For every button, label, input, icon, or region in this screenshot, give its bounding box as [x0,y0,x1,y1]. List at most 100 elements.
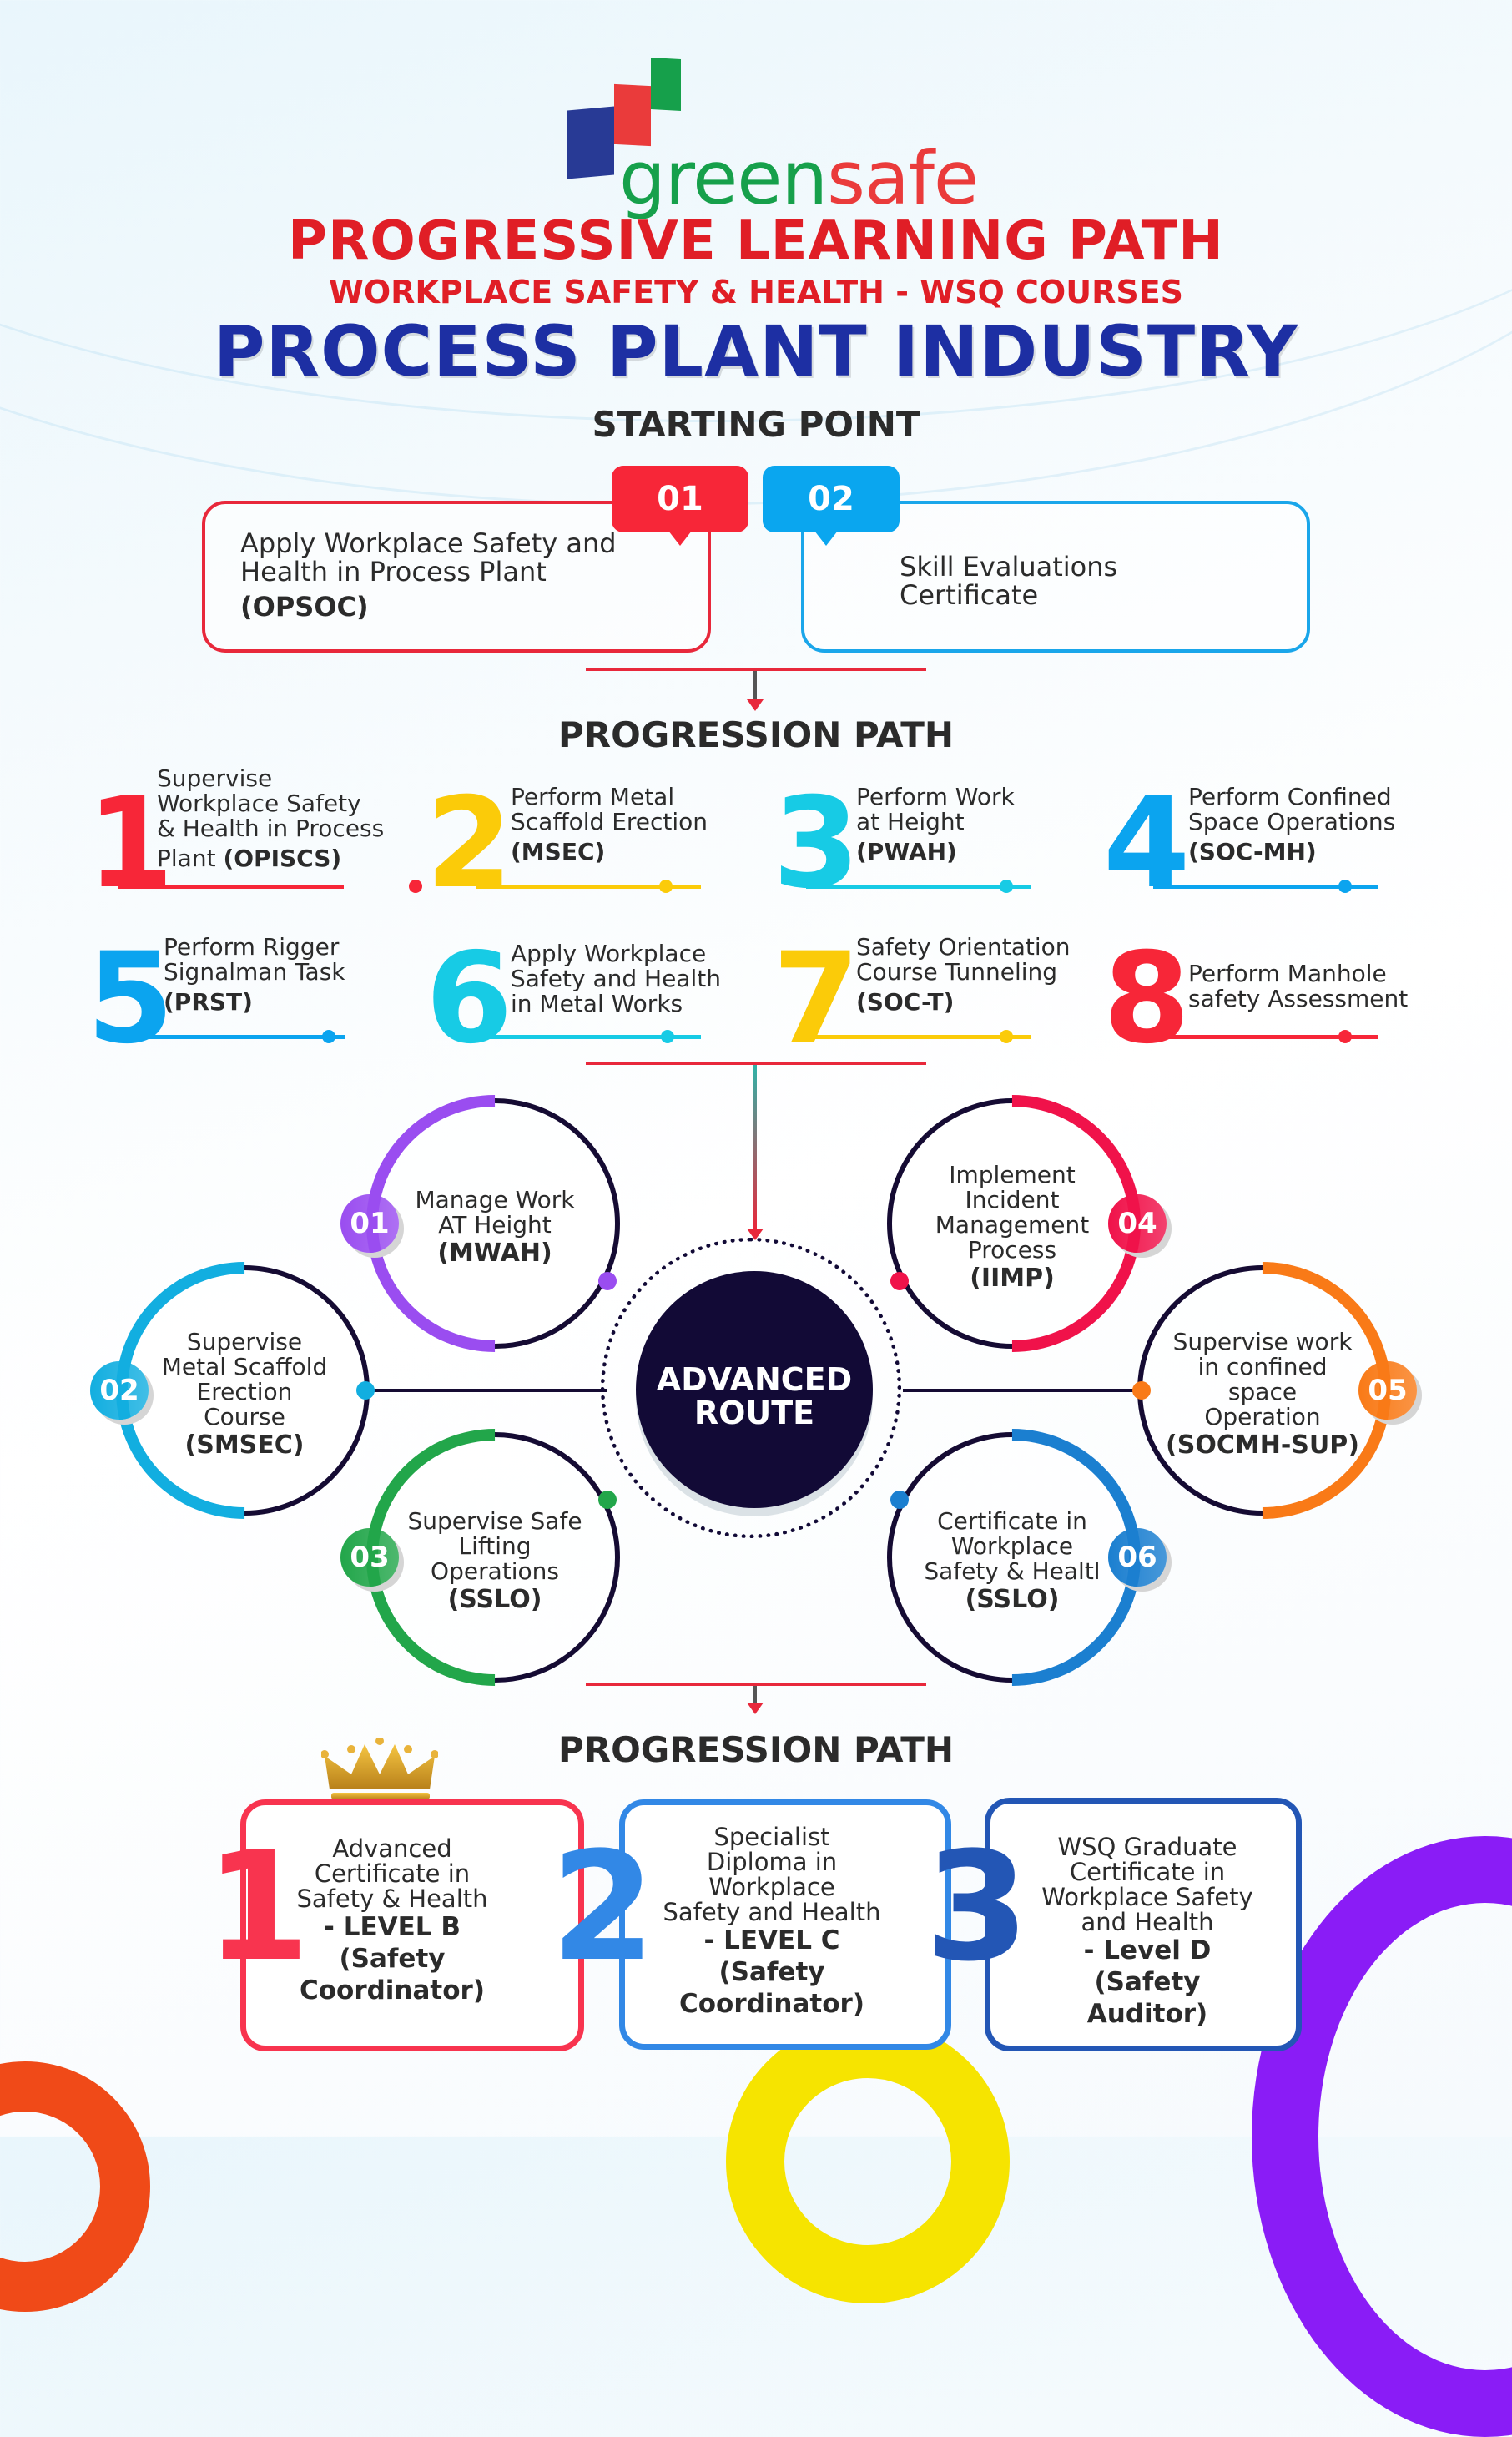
progression-item-code: (PRST) [164,988,253,1016]
progression-item-code: (SOC-T) [856,988,955,1016]
advanced-course-line: Manage Work [415,1186,575,1213]
progression-item-text: at Height [856,808,965,835]
connector-line [365,1389,607,1392]
advanced-course-code: (MWAH) [437,1239,552,1268]
advanced-route-dotted-ring [601,1238,901,1538]
level-text-line: Workplace Safety [1041,1883,1253,1911]
progression-item-4: 4 Perform Confined Space Operations (SOC… [1103,766,1437,906]
level-text-line: Certificate in [314,1859,471,1888]
advanced-course-badge-03: 03 [340,1528,399,1587]
subtitle: WORKPLACE SAFETY & HEALTH - WSQ COURSES [328,274,1184,310]
progression-item-text: Space Operations [1188,808,1396,835]
advanced-course-code: (SSLO) [965,1585,1060,1614]
level-text-bold: (Safety [1094,1967,1201,1997]
level-text-bold: - Level D [1083,1935,1212,1965]
level-box-2 [619,1799,951,2050]
level-text-line: Advanced [332,1834,452,1863]
logo-blue-square [567,106,614,179]
progression-underline [476,1035,701,1039]
progression-item-text: Perform Rigger [164,933,340,961]
arrow-down-icon [747,699,764,711]
level-text-line: and Health [1081,1908,1214,1936]
decorative-yellow-arc [726,2020,1010,2303]
decorative-orange-arc [0,2061,150,2312]
progression-number: 7 [773,926,860,1072]
progression-item-text: Perform Confined [1188,783,1392,810]
progression-item-text: Signalman Task [164,958,345,986]
progression-underline [118,885,344,889]
starting-point-title: STARTING POINT [592,404,920,445]
advanced-course-code: (SMSEC) [184,1430,305,1460]
level-number-2: 2 [551,1820,656,1995]
progression-item-text: in Metal Works [511,990,683,1017]
progression-item-text: Safety and Health [511,965,721,992]
progression-dot [1000,1030,1013,1043]
progression-dot [322,1030,335,1043]
progression-underline [1153,885,1378,889]
progression-number: 8 [1103,926,1191,1072]
industry-title: PROCESS PLANT INDUSTRY [213,310,1299,392]
level-text-3: WSQ Graduate Certificate in Workplace Sa… [1031,1834,1264,2030]
advanced-course-badge-06: 06 [1108,1528,1167,1587]
progression-item-text: Safety Orientation [856,933,1071,961]
level-text-line: Workplace [708,1873,835,1901]
advanced-course-line: in confined [1197,1353,1328,1380]
progression-item-text: Perform Work [856,783,1015,810]
advanced-course-line: Operation [1204,1403,1321,1430]
progression-underline [120,1035,345,1039]
advanced-course-code: (SSLO) [447,1585,542,1614]
progression-item-text: & Health in Process [157,815,385,842]
advanced-course-line: Certificate in [937,1507,1087,1535]
level-text-line: Safety & Health [296,1885,488,1913]
greensafe-logo: greensafe [567,55,979,221]
progression-number: 6 [426,926,513,1072]
level-text-bold: - LEVEL C [703,1925,840,1955]
level-text-bold: Coordinator) [678,1989,864,2019]
level-box-3 [985,1798,1302,2051]
advanced-course-badge-02: 02 [90,1361,149,1420]
crown-icon [321,1738,438,1799]
starting-item-1-code: (OPSOC) [240,591,369,623]
logo-text-red: safe [827,135,979,221]
progression-item-text: Workplace Safety [157,790,361,817]
progression-underline [1153,1035,1378,1039]
progression-path-title: PROGRESSION PATH [557,714,955,755]
advanced-course-line: Course [204,1403,285,1430]
progression-item-8: 8 Perform Manhole safety Assessment [1103,933,1437,1062]
advanced-course-line: Operations [431,1557,559,1585]
progression-item-text: safety Assessment [1188,985,1409,1012]
level-box-1 [240,1799,584,2051]
connector-line [753,1065,757,1229]
progression-dot [1338,880,1352,893]
progression-item-5: 5 Perform Rigger Signalman Task (PRST) [87,933,421,1062]
advanced-course-line: Safety & Healtl [924,1557,1101,1585]
progression-item-text: Plant [157,845,224,872]
progression-item-code: (SOC-MH) [1188,838,1317,865]
advanced-course-line: Workplace [950,1532,1074,1560]
section-divider [586,1683,926,1686]
starting-item-2-text: Skill Evaluations Certificate [900,551,1118,611]
level-text-bold: - LEVEL B [324,1912,461,1942]
level-text-line: Diploma in [706,1848,838,1876]
section-divider [586,668,926,671]
advanced-course-badge-05: 05 [1358,1361,1417,1420]
advanced-course-line: Incident [965,1186,1060,1213]
progression-dot [1338,1030,1352,1043]
progression-underline [806,1035,1031,1039]
advanced-course-line: Lifting [458,1532,532,1560]
advanced-course-line: Supervise work [1172,1328,1353,1355]
level-text-bold: Auditor) [1086,1999,1208,2029]
advanced-course-line: Management [935,1211,1090,1239]
starting-tag-01: 01 [612,466,748,546]
advanced-course-line: Implement [949,1161,1076,1188]
progression-path-title-2: PROGRESSION PATH [557,1729,955,1770]
background-swoosh [0,0,1512,422]
connector-line [753,671,757,699]
advanced-course-line: Supervise [186,1328,303,1355]
progression-item-text: Perform Manhole [1188,960,1387,987]
